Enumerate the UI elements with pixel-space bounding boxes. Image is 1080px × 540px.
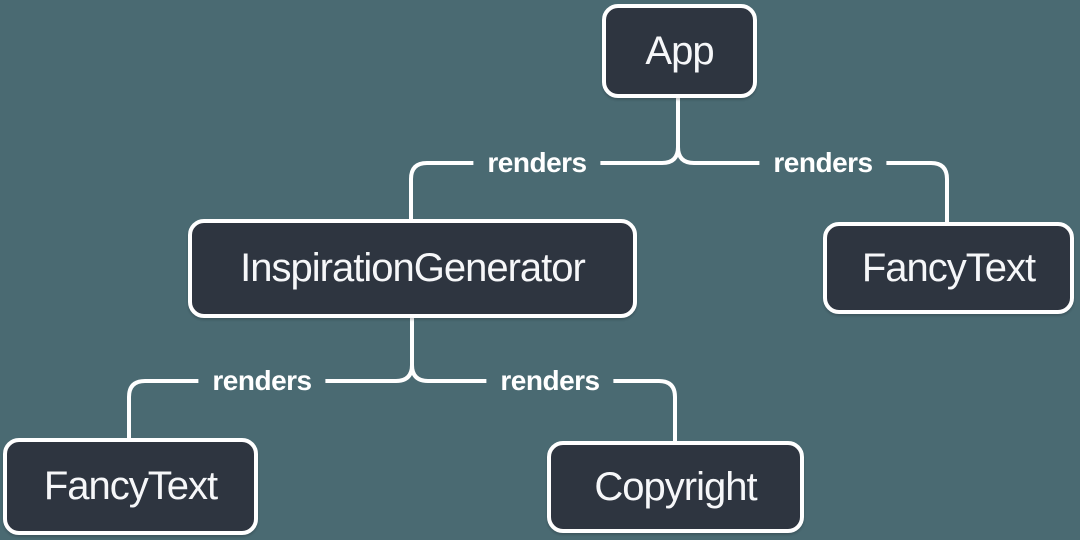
tree-node-fancy-text-bottom: FancyText	[3, 438, 258, 535]
edge-label-renders-inspirationgenerator-fancytext: renders	[198, 363, 326, 399]
edge-label-renders-app-fancytext: renders	[759, 145, 887, 181]
tree-node-app: App	[602, 4, 757, 98]
tree-node-fancy-text-top: FancyText	[823, 222, 1074, 314]
edge-label-renders-inspirationgenerator-copyright: renders	[486, 363, 614, 399]
tree-node-inspiration-generator: InspirationGenerator	[188, 219, 637, 318]
edge-label-renders-app-inspirationgenerator: renders	[473, 145, 601, 181]
tree-node-copyright: Copyright	[547, 441, 804, 533]
